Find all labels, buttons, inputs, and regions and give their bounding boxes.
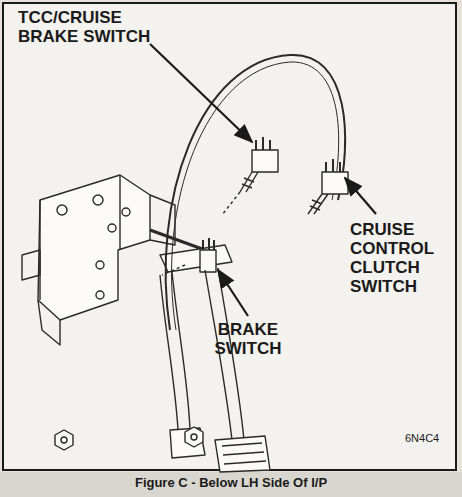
- figure-code: 6N4C4: [405, 432, 455, 444]
- caption-band: [0, 472, 462, 497]
- figure-caption: Figure C - Below LH Side Of I/P: [0, 476, 462, 491]
- callout-label: BRAKE SWITCH: [208, 320, 288, 358]
- figure-frame: [3, 3, 456, 470]
- leader-arrows: [150, 44, 376, 316]
- callout-label: TCC/CRUISE BRAKE SWITCH: [18, 8, 168, 46]
- callout-label: CRUISE CONTROL CLUTCH SWITCH: [350, 220, 450, 296]
- pedal-assembly: [22, 55, 348, 472]
